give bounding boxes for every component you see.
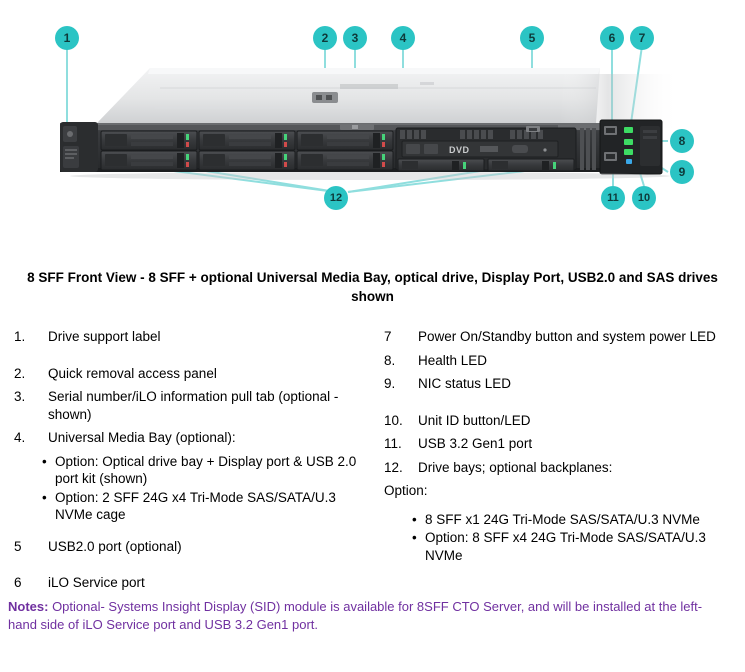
- chassis-top-cover: [97, 68, 600, 123]
- legend-item: 2. Quick removal access panel: [8, 365, 368, 383]
- callout-marker-8: 8: [670, 129, 694, 153]
- serial-number-pull-tab: [340, 124, 374, 130]
- legend-item-number: 10.: [384, 412, 403, 428]
- legend-item-text: Drive support label: [48, 329, 161, 344]
- callout-marker-3: 3: [343, 26, 367, 50]
- front-vent-strip: [98, 125, 558, 130]
- chassis-shadow: [560, 74, 680, 128]
- legend-item-number: 9.: [384, 376, 396, 391]
- callout-marker-9: 9: [670, 160, 694, 184]
- nic-status-led: [624, 149, 633, 155]
- legend-item: 12. Drive bays; optional backplanes:: [378, 459, 738, 477]
- callout-marker-2: 2: [313, 26, 337, 50]
- legend-item: 1. Drive support label: [8, 328, 368, 346]
- legend-sub-item: Option: 8 SFF x4 24G Tri-Mode SAS/SATA/U…: [412, 529, 738, 564]
- server-front-view-diagram: DVD: [0, 0, 745, 255]
- callout-marker-1: 1: [55, 26, 79, 50]
- legend-item-number: 5: [14, 538, 22, 554]
- callout-marker-5: 5: [520, 26, 544, 50]
- figure-caption: 8 SFF Front View - 8 SFF + optional Univ…: [27, 270, 718, 304]
- callout-marker-11: 11: [601, 186, 625, 210]
- notes-block: Notes: Optional- Systems Insight Display…: [8, 598, 723, 633]
- callout-marker-6: 6: [600, 26, 624, 50]
- legend-item: 8. Health LED: [378, 352, 738, 370]
- universal-media-bay: DVD: [395, 126, 577, 172]
- drive-bays-group: [100, 130, 394, 171]
- legend-item: 7 Power On/Standby button and system powe…: [378, 328, 738, 346]
- legend-spacer: [8, 561, 368, 574]
- right-vent-column: [580, 128, 596, 170]
- legend-item: 3. Serial number/iLO information pull tab…: [8, 388, 368, 423]
- front-control-panel: [599, 119, 663, 175]
- legend-sub-list: Option: Optical drive bay + Display port…: [8, 453, 368, 524]
- legend-item-number: 1.: [14, 329, 26, 344]
- legend-item-number: 3.: [14, 389, 26, 404]
- legend-item-text: USB 3.2 Gen1 port: [418, 436, 533, 451]
- legend-sub-item: Option: 2 SFF 24G x4 Tri-Mode SAS/SATA/U…: [42, 489, 368, 524]
- legend-item-text: Health LED: [418, 352, 488, 368]
- unit-id-led: [626, 159, 632, 164]
- legend-item-text: Universal Media Bay (optional):: [48, 430, 236, 445]
- legend-item-text: Serial number/iLO information pull tab (…: [48, 389, 339, 422]
- legend-spacer: [8, 352, 368, 365]
- power-standby-led: [624, 127, 633, 133]
- legend-sub-item: Option: Optical drive bay + Display port…: [42, 453, 368, 488]
- legend-item-number: 12.: [384, 459, 403, 475]
- health-led: [624, 139, 633, 145]
- legend-item-text: Drive bays; optional backplanes:: [418, 459, 613, 475]
- legend-item-text: Quick removal access panel: [48, 365, 217, 381]
- legend-item-number: 6: [14, 575, 22, 590]
- legend-spacer: [378, 504, 738, 511]
- callout-marker-4: 4: [391, 26, 415, 50]
- callout-marker-10: 10: [632, 186, 656, 210]
- legend-item: 6 iLO Service port: [8, 574, 368, 592]
- legend-sub-list: 8 SFF x1 24G Tri-Mode SAS/SATA/U.3 NVMeO…: [378, 511, 738, 565]
- legend-sub-item: 8 SFF x1 24G Tri-Mode SAS/SATA/U.3 NVMe: [412, 511, 738, 529]
- legend-item-text: Power On/Standby button and system power…: [418, 329, 716, 344]
- drive-support-label-ear: [60, 122, 98, 172]
- legend-item: 11. USB 3.2 Gen1 port: [378, 435, 738, 453]
- legend-item-text: USB2.0 port (optional): [48, 538, 182, 554]
- legend-item-text: iLO Service port: [48, 575, 145, 590]
- legend-spacer: [8, 525, 368, 538]
- ground-shadow: [70, 172, 670, 180]
- legend-item-number: 4.: [14, 430, 26, 445]
- callout-marker-12: 12: [324, 186, 348, 210]
- legend-column-left: 1. Drive support label 2. Quick removal acc…: [8, 328, 368, 598]
- notes-label: Notes:: [8, 599, 49, 614]
- legend-item: 9. NIC status LED: [378, 375, 738, 393]
- callout-marker-7: 7: [630, 26, 654, 50]
- legend-item-number: 11.: [384, 436, 402, 451]
- svg-text:DVD: DVD: [449, 145, 470, 155]
- legend-item-number: 7: [384, 329, 392, 344]
- notes-text: Optional- Systems Insight Display (SID) …: [8, 599, 703, 632]
- legend-item-number: 8.: [384, 352, 396, 368]
- legend-item: 10. Unit ID button/LED: [378, 412, 738, 430]
- server-illustration: DVD: [60, 45, 680, 193]
- legend-item: 4. Universal Media Bay (optional):: [8, 429, 368, 447]
- legend-option-heading: Option:: [384, 483, 428, 498]
- legend-item-number: 2.: [14, 365, 26, 381]
- legend-item-text: Unit ID button/LED: [418, 412, 531, 428]
- legend-item: 5 USB2.0 port (optional): [8, 538, 368, 556]
- legend-column-right: 7 Power On/Standby button and system powe…: [378, 328, 738, 565]
- legend-spacer: [378, 399, 738, 412]
- legend-item-text: NIC status LED: [418, 376, 512, 391]
